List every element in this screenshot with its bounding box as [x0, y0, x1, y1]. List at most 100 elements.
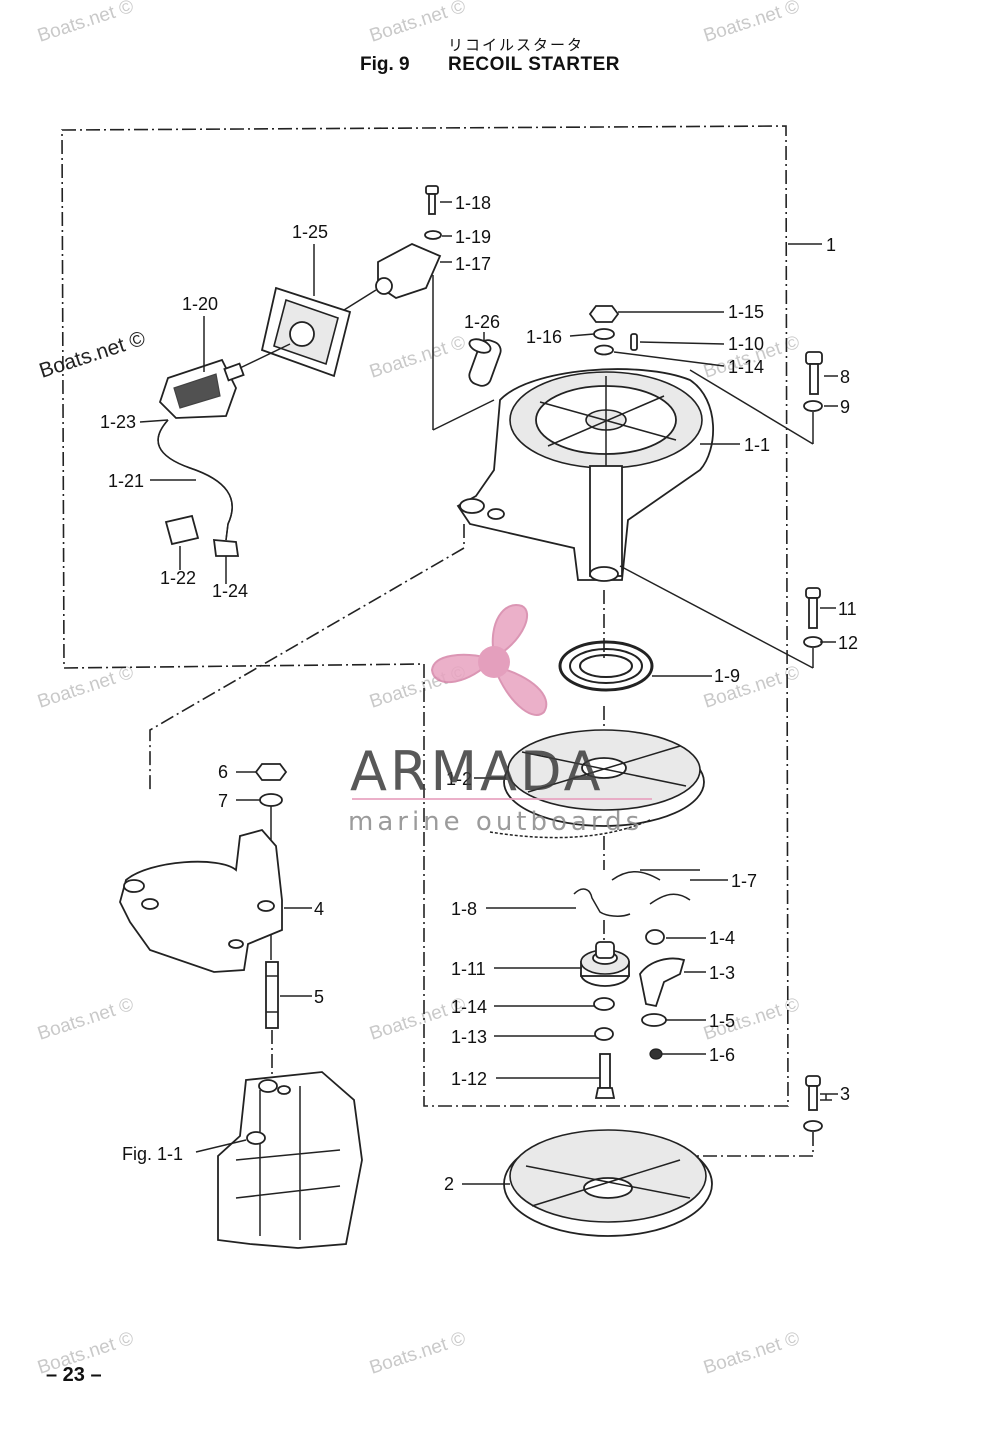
recoil-spring-1-9-icon [558, 640, 654, 692]
callout-label: 1-26 [464, 312, 500, 332]
watermark-text: Boats.net © [35, 994, 136, 1045]
page-number: – 23 – [46, 1364, 102, 1386]
callout-label: 11 [838, 599, 857, 619]
washer-12-icon [803, 636, 823, 648]
watermark-text: Boats.net © [701, 1328, 802, 1379]
reel-1-2-icon [489, 729, 705, 839]
callout-label: 1-3 [709, 963, 735, 983]
stop-switch-1-20-icon [158, 343, 291, 419]
washer-1-5-icon [641, 1013, 667, 1027]
collar-1-4-icon [645, 929, 665, 945]
terminal-1-24-icon [212, 539, 240, 557]
clip-1-6-icon [649, 1048, 663, 1060]
callout-label: 1 [826, 235, 836, 255]
callout-label: 1-15 [728, 302, 764, 322]
brand-rule [352, 798, 652, 800]
figure-label: Fig. 9 [360, 54, 410, 75]
callout-label: 1-9 [714, 666, 740, 686]
bolt-3-icon [805, 1075, 821, 1111]
callout-label: 1-5 [709, 1011, 735, 1031]
callout-label: 1-2 [446, 769, 472, 789]
bracket-4-icon [119, 828, 283, 973]
watermark-text: Boats.net © [367, 1328, 468, 1379]
callout-label: 1-1 [744, 435, 770, 455]
watermark-text: Boats.net © [36, 327, 148, 383]
nut-6-icon [254, 763, 288, 781]
callout-label: Fig. 1-1 [122, 1144, 183, 1164]
callout-label: 3 [840, 1084, 850, 1104]
callout-label: 1-17 [455, 254, 491, 274]
callout-label: 9 [840, 397, 850, 417]
brand-tagline: marine outboards [348, 807, 643, 837]
callout-label: 1-10 [728, 334, 764, 354]
callout-label: 1-13 [451, 1027, 487, 1047]
watermark-text: Boats.net © [367, 332, 468, 383]
bolt-1-12-icon [594, 1053, 616, 1099]
bolt-8-icon [805, 351, 823, 395]
washer-1-14b-icon [593, 997, 615, 1011]
callout-label: 1-11 [451, 959, 486, 979]
armada-logo: ARMADA marine outboards [348, 604, 652, 837]
drum-1-11-icon [580, 941, 630, 987]
callout-label: 1-14 [451, 997, 487, 1017]
washer-3-icon [803, 1120, 823, 1132]
callout-label: 1-8 [451, 899, 477, 919]
washer-1-13-icon [594, 1027, 614, 1041]
callout-label: 1-22 [160, 568, 196, 588]
watermark-text: Boats.net © [701, 0, 802, 47]
starter-case-1-1-icon [456, 368, 715, 582]
callout-label: 7 [218, 791, 228, 811]
bolt-1-18-icon [425, 185, 439, 215]
propeller-icon [430, 604, 548, 716]
pin-1-26-icon [468, 338, 502, 387]
japanese-title: リコイルスタータ [448, 36, 585, 54]
engine-block-fig-1-1-icon [217, 1071, 363, 1249]
pin-1-10-icon [630, 333, 638, 351]
callout-label: 1-20 [182, 294, 218, 314]
callout-label: 1-21 [108, 471, 144, 491]
axis-to-bracket [149, 524, 465, 790]
callout-labels: 1-18 1-19 1-17 1-25 1-20 1-26 1-16 1-15 … [100, 193, 858, 1194]
callout-label: 8 [840, 367, 850, 387]
washer-7-icon [259, 793, 283, 807]
terminal-1-22-icon [164, 514, 200, 546]
callout-label: 1-19 [455, 227, 491, 247]
callout-label: 1-18 [455, 193, 491, 213]
spring-1-7-icon [611, 871, 691, 905]
bolt-11-icon [805, 587, 821, 629]
stud-5-icon [265, 961, 279, 1029]
callout-label: 4 [314, 899, 324, 919]
callout-label: 2 [444, 1174, 454, 1194]
washer-1-19-icon [424, 230, 442, 240]
callout-label: 1-14 [728, 357, 764, 377]
callout-label: 1-16 [526, 327, 562, 347]
brand-name: ARMADA [350, 740, 604, 803]
page-title: RECOIL STARTER [448, 54, 621, 75]
callout-label: 1-24 [212, 581, 248, 601]
washer-9-icon [803, 400, 823, 412]
callout-label: 5 [314, 987, 324, 1007]
spring-1-8-icon [573, 888, 631, 917]
callout-label: 12 [838, 633, 858, 653]
watermark-text: Boats.net © [35, 0, 136, 47]
assembly-boundary [61, 125, 789, 1107]
watermark-text: Boats.net © [35, 662, 136, 713]
leader-lines [139, 201, 838, 1185]
callout-label: 1-4 [709, 928, 735, 948]
callout-label: 1-12 [451, 1069, 487, 1089]
callout-label: 1-7 [731, 871, 757, 891]
washer-1-16-icon [593, 328, 615, 340]
callout-label: 1-6 [709, 1045, 735, 1065]
nut-1-15-icon [588, 305, 620, 323]
switch-plate-1-25-icon [260, 286, 377, 378]
watermark-text: Boats.net © [367, 0, 468, 47]
bracket-1-17-icon [375, 243, 495, 431]
callout-label: 1-25 [292, 222, 328, 242]
pulley-2-icon [503, 1129, 713, 1237]
washer-1-14-icon [594, 344, 614, 356]
callout-label: 6 [218, 762, 228, 782]
callout-label: 1-23 [100, 412, 136, 432]
ratchet-1-3-icon [639, 957, 686, 1008]
